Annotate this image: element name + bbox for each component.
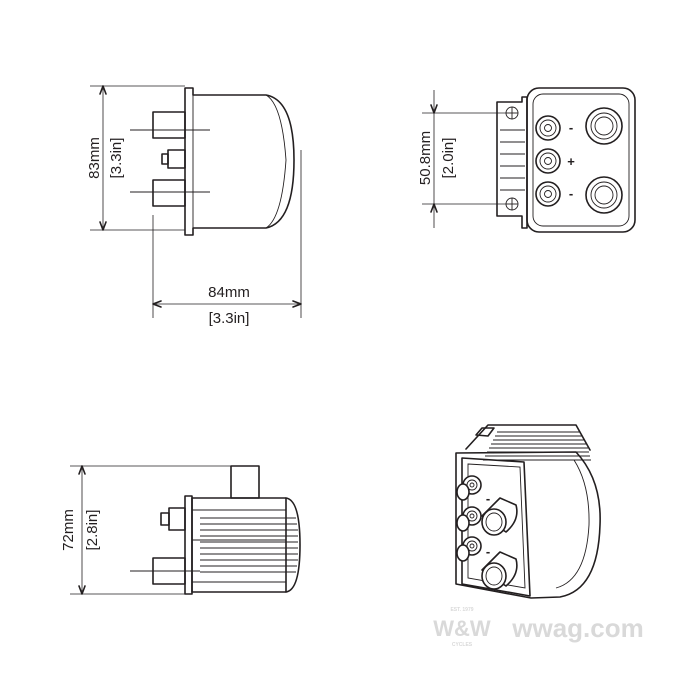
watermark-sub: CYCLES (452, 642, 473, 648)
front-height-mm: 50.8mm (417, 131, 434, 185)
side-view: 83mm [3.3in] 84mm [3.3in] (86, 85, 302, 327)
front-view: - + - 50.8mm [2.0in] (417, 87, 636, 233)
side-height-mm: 83mm (86, 137, 103, 179)
watermark-site: wwag.com (511, 613, 643, 643)
iso-terminal-1 (456, 475, 482, 501)
front-height-in: [2.0in] (440, 138, 457, 179)
front-sign-2: + (567, 154, 575, 169)
watermark: EST. 1979 W&W CYCLES wwag.com (433, 607, 643, 648)
iso-sign-1: - (486, 491, 490, 506)
bottom-view: 72mm [2.8in] (60, 465, 301, 595)
iso-terminal-3 (456, 536, 482, 562)
side-height-in: [3.3in] (108, 138, 125, 179)
iso-tower-2 (481, 551, 518, 590)
iso-terminal-2 (456, 506, 482, 532)
bottom-height-mm: 72mm (60, 509, 77, 551)
isometric-view: - - (455, 424, 601, 599)
watermark-brand: W&W (433, 616, 491, 641)
iso-sign-2: - (486, 544, 490, 559)
side-width-in: [3.3in] (209, 310, 250, 327)
front-sign-3: - (569, 186, 573, 201)
side-width-mm: 84mm (208, 284, 250, 301)
iso-tower-1 (481, 497, 518, 536)
front-sign-1: - (569, 120, 573, 135)
bottom-height-in: [2.8in] (84, 510, 101, 551)
watermark-est: EST. 1979 (450, 607, 473, 613)
